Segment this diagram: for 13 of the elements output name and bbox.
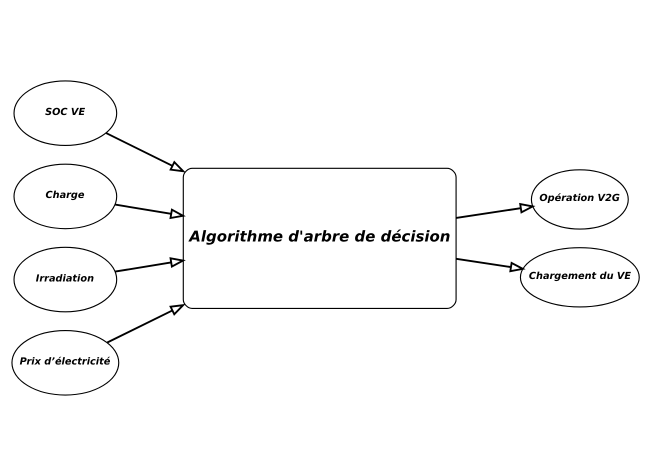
arrow xyxy=(456,258,526,272)
arrow xyxy=(456,202,536,219)
node-ellipse: Prix d’électricité xyxy=(11,330,120,396)
node-ellipse: SOC VE xyxy=(13,80,118,146)
arrow xyxy=(115,204,186,220)
arrow xyxy=(115,257,186,273)
node-ellipse: Irradiation xyxy=(13,246,118,312)
node-ellipse: Opération V2G xyxy=(530,169,629,230)
arrow xyxy=(106,304,186,344)
node-ellipse: Chargement du VE xyxy=(520,247,640,308)
node-ellipse: Charge xyxy=(13,164,118,230)
arrow xyxy=(106,132,186,172)
node-box: Algorithme d'arbre de décision xyxy=(182,168,457,309)
